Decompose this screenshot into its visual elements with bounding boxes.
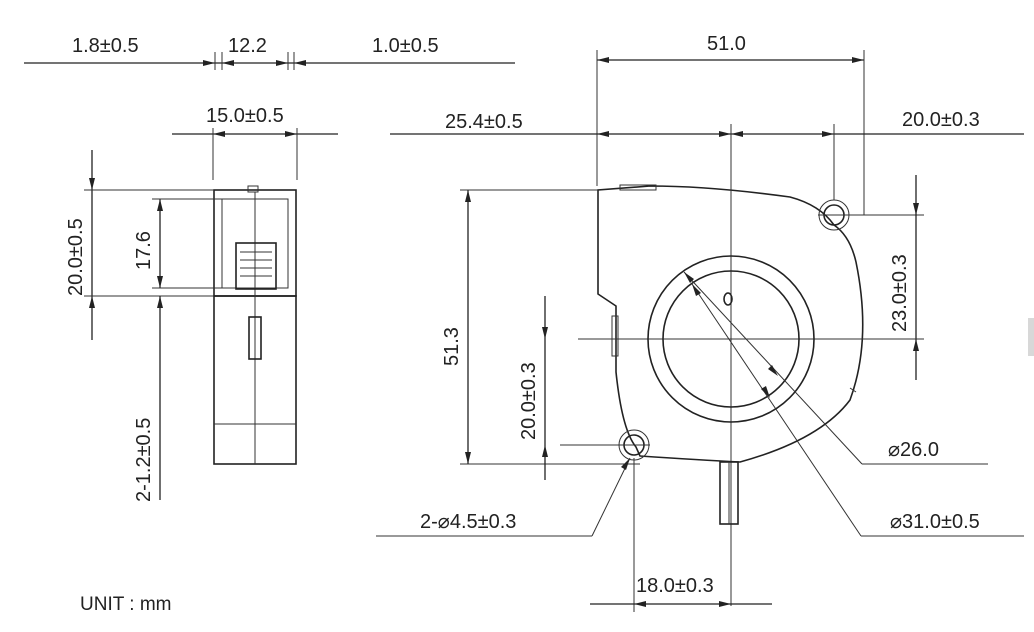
label-hole-spacing: 18.0±0.3 xyxy=(636,575,714,597)
label-side-width: 12.2 xyxy=(228,35,267,57)
front-view xyxy=(376,50,1024,612)
label-hole-offset-y-left: 20.0±0.3 xyxy=(518,362,540,440)
label-unit: UNIT : mm xyxy=(80,594,171,615)
label-mount-holes: 2-⌀4.5±0.3 xyxy=(420,511,516,533)
label-side-height: 20.0±0.5 xyxy=(65,218,87,296)
label-inlet-diameter: ⌀31.0±0.5 xyxy=(890,511,980,533)
label-side-gap-right: 1.0±0.5 xyxy=(372,35,439,57)
label-hole-offset-y-right: 23.0±0.3 xyxy=(889,254,911,332)
label-side-total-width: 15.0±0.5 xyxy=(206,105,284,127)
label-side-inner-height: 17.6 xyxy=(133,231,155,270)
scrollbar-edge xyxy=(1028,318,1034,356)
dimension-labels: 1.8±0.5 12.2 1.0±0.5 15.0±0.5 20.0±0.5 1… xyxy=(65,33,980,615)
label-pins: 2-1.2±0.5 xyxy=(133,418,155,502)
label-hole-offset-x: 20.0±0.3 xyxy=(902,109,980,131)
label-front-height: 51.3 xyxy=(441,327,463,366)
label-front-width: 51.0 xyxy=(707,33,746,55)
label-side-gap-left: 1.8±0.5 xyxy=(72,35,139,57)
side-view xyxy=(24,52,515,500)
label-hub-diameter: ⌀26.0 xyxy=(888,439,939,461)
label-front-center-offset: 25.4±0.5 xyxy=(445,111,523,133)
